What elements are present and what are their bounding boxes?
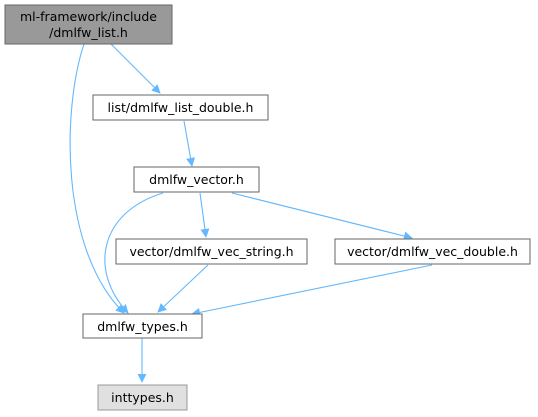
node-inttypes-label: inttypes.h <box>111 390 174 405</box>
edge-vector-to-vec-string <box>199 192 210 238</box>
node-vector-label: dmlfw_vector.h <box>149 172 244 187</box>
node-vector[interactable]: dmlfw_vector.h <box>133 166 260 193</box>
node-types-label: dmlfw_types.h <box>97 319 188 334</box>
edge-vector-to-types <box>104 192 164 314</box>
edge-vec-double-to-types <box>191 264 433 317</box>
node-list-double[interactable]: list/dmlfw_list_double.h <box>92 94 269 121</box>
edge-vec-string-to-types <box>157 264 209 313</box>
node-dmlfw-list[interactable]: ml-framework/include /dmlfw_list.h <box>4 4 173 45</box>
node-vec-string[interactable]: vector/dmlfw_vec_string.h <box>115 238 308 265</box>
node-inttypes: inttypes.h <box>97 384 188 411</box>
edge-list-double-to-vector <box>183 120 196 167</box>
node-list-double-label: list/dmlfw_list_double.h <box>108 100 254 115</box>
node-vec-double[interactable]: vector/dmlfw_vec_double.h <box>334 238 531 265</box>
node-types[interactable]: dmlfw_types.h <box>82 313 203 339</box>
edge-root-to-list-double <box>110 43 161 94</box>
node-vec-double-label: vector/dmlfw_vec_double.h <box>347 244 518 259</box>
node-vec-string-label: vector/dmlfw_vec_string.h <box>129 244 293 259</box>
node-dmlfw-list-label-line1: ml-framework/include <box>20 9 157 24</box>
node-dmlfw-list-label-line2: /dmlfw_list.h <box>49 25 128 40</box>
edge-vector-to-vec-double <box>231 192 413 241</box>
edge-root-to-types <box>69 43 125 314</box>
